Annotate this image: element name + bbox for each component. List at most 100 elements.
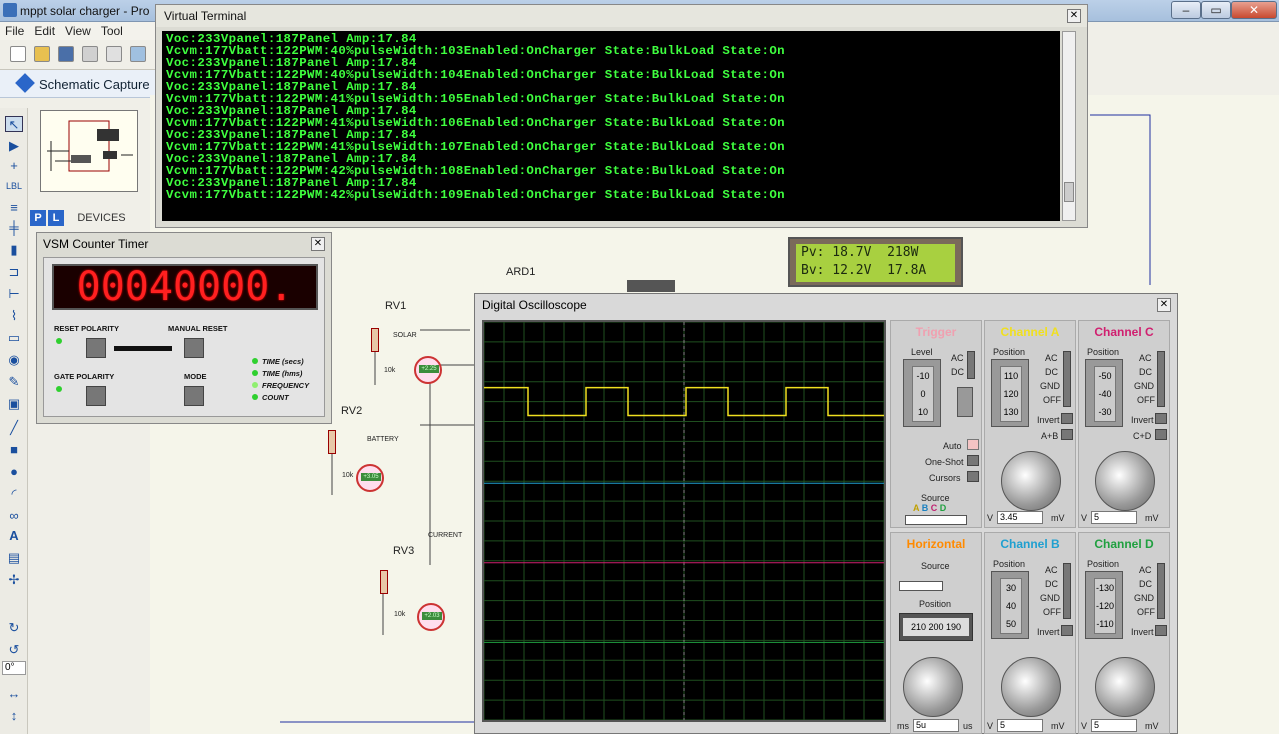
trigger-level-slider[interactable]: -10 0 10 bbox=[903, 359, 941, 427]
menu-edit[interactable]: Edit bbox=[34, 24, 56, 38]
open-folder-icon[interactable] bbox=[34, 46, 50, 62]
new-file-icon[interactable] bbox=[10, 46, 26, 62]
channel-b-position-slider[interactable]: 30 40 50 bbox=[991, 571, 1029, 639]
text-draw-tool-icon[interactable]: A bbox=[9, 528, 19, 543]
channel-b-volts-knob[interactable] bbox=[1001, 657, 1061, 717]
channel-a-position-slider[interactable]: 110 120 130 bbox=[991, 359, 1029, 427]
channel-c-cplusd-button[interactable] bbox=[1155, 429, 1167, 440]
channel-a-volts-knob[interactable] bbox=[1001, 451, 1061, 511]
trigger-source-d[interactable]: D bbox=[939, 503, 947, 513]
terminal-scrollbar[interactable] bbox=[1062, 31, 1076, 221]
virtual-terminal-window[interactable]: Virtual Terminal ✕ Voc:233Vpanel:187Pane… bbox=[155, 4, 1088, 228]
arc-tool-icon[interactable]: ◜ bbox=[11, 486, 17, 501]
channel-d-invert-button[interactable] bbox=[1155, 625, 1167, 636]
counter-timer-header[interactable]: VSM Counter Timer ✕ bbox=[37, 233, 331, 255]
subcircuit-tool-icon[interactable]: ▮ bbox=[10, 242, 18, 257]
trigger-edge-switch[interactable] bbox=[957, 387, 973, 417]
channel-c-value[interactable]: 5 bbox=[1091, 511, 1137, 524]
pin-tool-icon[interactable]: ⊢ bbox=[8, 286, 20, 301]
terminal-scroll-thumb[interactable] bbox=[1064, 182, 1074, 202]
marker-tool-icon[interactable]: ✢ bbox=[8, 572, 20, 587]
text-tool-icon[interactable]: ≡ bbox=[10, 200, 18, 215]
rv2-potentiometer[interactable] bbox=[328, 430, 336, 454]
instrument-tool-icon[interactable]: ▣ bbox=[7, 396, 21, 411]
trigger-source-b[interactable]: B bbox=[921, 503, 929, 513]
channel-c-position-slider[interactable]: -50 -40 -30 bbox=[1085, 359, 1123, 427]
generator-tool-icon[interactable]: ◉ bbox=[8, 352, 20, 367]
library-button[interactable]: L bbox=[48, 210, 64, 226]
ard1-component[interactable] bbox=[627, 280, 675, 292]
channel-a-aplusb-button[interactable] bbox=[1061, 429, 1073, 440]
oscilloscope-window[interactable]: Digital Oscilloscope ✕ Trigger Level -10… bbox=[474, 293, 1178, 734]
path-tool-icon[interactable]: ∞ bbox=[9, 508, 19, 523]
menu-tool[interactable]: Tool bbox=[100, 24, 123, 38]
horizontal-value[interactable]: 5u bbox=[913, 719, 959, 732]
tape-tool-icon[interactable]: ▭ bbox=[7, 330, 21, 345]
circle-tool-icon[interactable]: ● bbox=[10, 464, 18, 479]
mirror-x-icon[interactable]: ↔ bbox=[7, 686, 21, 701]
channel-b-value[interactable]: 5 bbox=[997, 719, 1043, 732]
virtual-terminal-header[interactable]: Virtual Terminal ✕ bbox=[156, 5, 1087, 27]
probe-tool-icon[interactable]: ✎ bbox=[8, 374, 20, 389]
channel-c-coupling-switch[interactable] bbox=[1157, 351, 1165, 407]
channel-d-coupling-switch[interactable] bbox=[1157, 563, 1165, 619]
channel-d-position-slider[interactable]: -130 -120 -110 bbox=[1085, 571, 1123, 639]
symbol-tool-icon[interactable]: ▤ bbox=[7, 550, 21, 565]
maximize-icon[interactable]: ▭ bbox=[1201, 1, 1231, 19]
channel-c-volts-knob[interactable] bbox=[1095, 451, 1155, 511]
close-icon[interactable]: ✕ bbox=[1231, 1, 1277, 19]
rv1-potentiometer[interactable] bbox=[371, 328, 379, 352]
menu-file[interactable]: File bbox=[5, 24, 25, 38]
trigger-auto-button[interactable] bbox=[967, 439, 979, 450]
trigger-coupling-switch[interactable] bbox=[967, 351, 975, 379]
trigger-source-a[interactable]: A bbox=[913, 503, 920, 513]
terminal-tool-icon[interactable]: ⊐ bbox=[8, 264, 20, 279]
channel-a-value[interactable]: 3.45 bbox=[997, 511, 1043, 524]
component-tool-icon[interactable]: ▶ bbox=[9, 138, 19, 153]
channel-b-invert-button[interactable] bbox=[1061, 625, 1073, 636]
save-icon[interactable] bbox=[58, 46, 74, 62]
channel-a-coupling-switch[interactable] bbox=[1063, 351, 1071, 407]
bus-tool-icon[interactable]: ╪ bbox=[9, 220, 19, 235]
rotation-field[interactable]: 0° bbox=[2, 661, 26, 675]
select-tool-icon[interactable]: ↖ bbox=[5, 116, 23, 132]
export-icon[interactable] bbox=[106, 46, 122, 62]
horizontal-source-slider[interactable] bbox=[899, 581, 943, 591]
horizontal-time-knob[interactable] bbox=[903, 657, 963, 717]
channel-c-invert-button[interactable] bbox=[1155, 413, 1167, 424]
print-icon[interactable] bbox=[130, 46, 146, 62]
oscilloscope-close-icon[interactable]: ✕ bbox=[1157, 298, 1171, 312]
schematic-capture-tab[interactable]: Schematic Capture bbox=[0, 70, 160, 98]
gate-polarity-button[interactable] bbox=[86, 386, 106, 406]
channel-b-coupling-switch[interactable] bbox=[1063, 563, 1071, 619]
trigger-source-slider[interactable] bbox=[905, 515, 967, 525]
label-tool-icon[interactable]: LBL bbox=[5, 181, 22, 191]
counter-timer-close-icon[interactable]: ✕ bbox=[311, 237, 325, 251]
trigger-source-c[interactable]: C bbox=[930, 503, 938, 513]
minimize-icon[interactable]: – bbox=[1171, 1, 1201, 19]
rotate-ccw-icon[interactable]: ↺ bbox=[8, 642, 20, 657]
counter-timer-window[interactable]: VSM Counter Timer ✕ 00040000. RESET POLA… bbox=[36, 232, 332, 424]
rotate-cw-icon[interactable]: ↻ bbox=[8, 620, 20, 635]
reset-polarity-button[interactable] bbox=[86, 338, 106, 358]
virtual-terminal-close-icon[interactable]: ✕ bbox=[1067, 9, 1081, 23]
overview-window[interactable] bbox=[40, 110, 138, 192]
rv3-potentiometer[interactable] bbox=[380, 570, 388, 594]
oscilloscope-header[interactable]: Digital Oscilloscope ✕ bbox=[475, 294, 1177, 316]
box-tool-icon[interactable]: ■ bbox=[10, 442, 18, 457]
menu-view[interactable]: View bbox=[65, 24, 91, 38]
graph-tool-icon[interactable]: ⌇ bbox=[10, 308, 18, 323]
channel-a-invert-button[interactable] bbox=[1061, 413, 1073, 424]
mode-button[interactable] bbox=[184, 386, 204, 406]
manual-reset-button[interactable] bbox=[184, 338, 204, 358]
import-icon[interactable] bbox=[82, 46, 98, 62]
trigger-cursors-button[interactable] bbox=[967, 471, 979, 482]
channel-d-value[interactable]: 5 bbox=[1091, 719, 1137, 732]
horizontal-position-slider[interactable]: 210 200 190 bbox=[899, 613, 973, 641]
mirror-y-icon[interactable]: ↕ bbox=[10, 708, 18, 723]
pick-devices-button[interactable]: P bbox=[30, 210, 46, 226]
line-tool-icon[interactable]: ╱ bbox=[10, 420, 18, 435]
junction-tool-icon[interactable]: + bbox=[10, 158, 18, 173]
channel-d-volts-knob[interactable] bbox=[1095, 657, 1155, 717]
terminal-output[interactable]: Voc:233Vpanel:187Panel Amp:17.84 Vcvm:17… bbox=[162, 31, 1060, 221]
